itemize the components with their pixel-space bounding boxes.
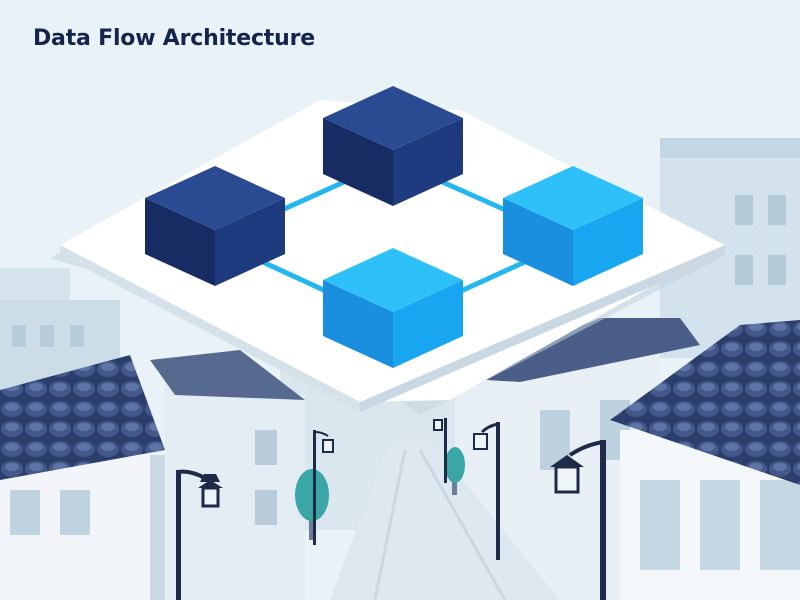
street-lamp-icon <box>176 469 223 600</box>
street-lamp-icon <box>550 440 606 600</box>
cube-top-face <box>145 166 285 230</box>
right-house <box>610 320 800 600</box>
tree-icon <box>445 447 465 495</box>
cube-right-face <box>393 280 463 368</box>
cube-left-face <box>323 118 393 206</box>
mid-left-building <box>150 350 305 600</box>
cube-left-face <box>145 198 215 286</box>
cube-right-face <box>573 198 643 286</box>
node-left-cube <box>145 166 285 286</box>
building-windows <box>735 195 786 285</box>
cube-top-face <box>323 248 463 312</box>
tree-icon <box>295 469 329 540</box>
street-lamp-icon <box>313 430 334 545</box>
cube-left-face <box>503 198 573 286</box>
cube-top-face <box>503 166 643 230</box>
node-bottom-cube <box>323 248 463 368</box>
street-lamp-icon <box>433 418 447 483</box>
cube-right-face <box>215 198 285 286</box>
node-right-cube <box>503 166 643 286</box>
street <box>330 440 560 600</box>
street-lamp-icon <box>473 422 500 560</box>
building-windows <box>12 325 84 347</box>
node-top-cube <box>323 86 463 206</box>
cube-top-face <box>323 86 463 150</box>
diagram-nodes <box>145 86 643 368</box>
cube-left-face <box>323 280 393 368</box>
cube-right-face <box>393 118 463 206</box>
page-title: Data Flow Architecture <box>33 26 315 51</box>
